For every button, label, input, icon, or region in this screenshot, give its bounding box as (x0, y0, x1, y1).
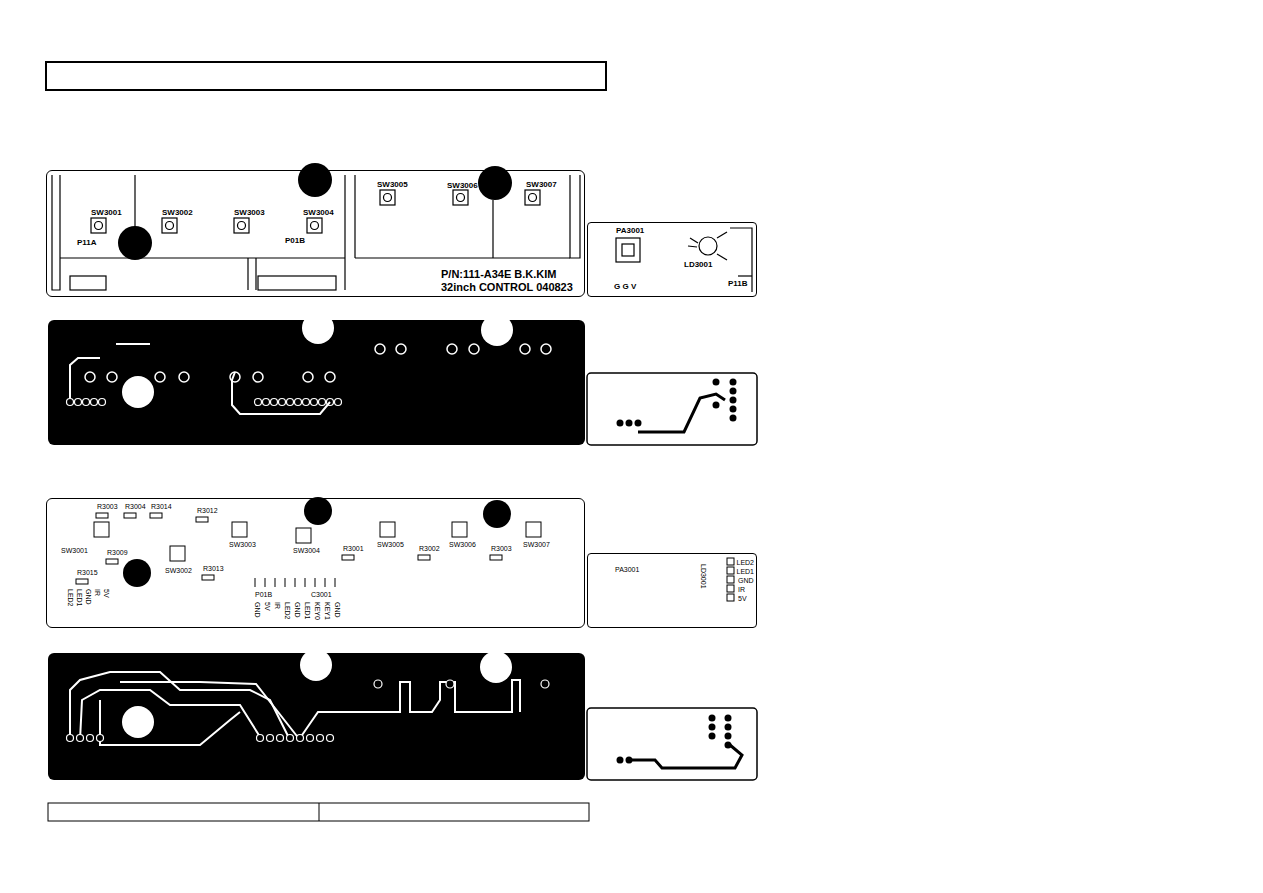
silkscreen-label: SW3001 (61, 547, 88, 554)
silkscreen-label: R3002 (419, 545, 440, 552)
silkscreen-label: R3012 (197, 507, 218, 514)
silkscreen-label: P01B (285, 237, 305, 245)
silkscreen-label: GND (254, 602, 261, 618)
silkscreen-label: 5V (264, 602, 271, 611)
silkscreen-label: R3003 (97, 503, 118, 510)
silkscreen-label: 5V (103, 589, 110, 598)
silkscreen-label: SW3003 (229, 541, 256, 548)
silkscreen-label: R3003 (491, 545, 512, 552)
silkscreen-label: IR (738, 586, 745, 593)
silkscreen-label: SW3002 (165, 567, 192, 574)
silkscreen-label: SW3004 (293, 547, 320, 554)
silkscreen-label: P11B (728, 280, 748, 288)
silkscreen-label: SW3007 (523, 541, 550, 548)
silkscreen-label: R3001 (343, 545, 364, 552)
silkscreen-label: GND (294, 602, 301, 618)
silkscreen-label: LD3001 (684, 261, 712, 269)
silkscreen-label: IR (94, 589, 101, 596)
silkscreen-label: SW3003 (234, 209, 265, 217)
silkscreen-label: LED1 (304, 602, 311, 620)
pcb-board: PA3001 LD3001 LED2LED1GND IR 5V (587, 553, 757, 628)
silkscreen-label: SW3001 (91, 209, 122, 217)
pcb-board: R3003 R3004 R3014SW3001 R3009 R3012R3015 SW30… (46, 498, 585, 628)
silkscreen-label: G G V (614, 283, 636, 291)
silkscreen-label: P/N:111-A34E B.K.KIM (441, 269, 557, 280)
silkscreen-label: IR (274, 602, 281, 609)
silkscreen-label: LED2 (67, 589, 74, 607)
silkscreen-label: GND (334, 602, 341, 618)
silkscreen-label: PA3001 (616, 227, 644, 235)
silkscreen-label: LD3001 (700, 564, 707, 589)
silkscreen-label: R3015 (77, 569, 98, 576)
silkscreen-label: KEY0 (314, 602, 321, 620)
silkscreen-label: R3009 (107, 549, 128, 556)
silkscreen-label: KEY1 (324, 602, 331, 620)
silkscreen-label: PA3001 (615, 566, 639, 573)
silkscreen-label: LED1 (736, 568, 754, 575)
silkscreen-label: R3014 (151, 503, 172, 510)
silkscreen-label: GND (738, 577, 754, 584)
silkscreen-label: 32inch CONTROL 040823 (441, 282, 573, 293)
silkscreen-label: LED1 (76, 589, 83, 607)
silkscreen-label: 5V (738, 595, 747, 602)
silkscreen-label: SW3006 (449, 541, 476, 548)
silkscreen-label: P11A (77, 239, 97, 247)
silkscreen-label: SW3007 (526, 181, 557, 189)
silkscreen-label: P01B (255, 591, 272, 598)
silkscreen-label: SW3005 (377, 181, 408, 189)
silkscreen-label: R3004 (125, 503, 146, 510)
silkscreen-label: C3001 (311, 591, 332, 598)
silkscreen-label: SW3002 (162, 209, 193, 217)
silkscreen-label: LED2 (736, 559, 754, 566)
pcb-board: PA3001LD3001P11B G G V (587, 222, 757, 297)
silkscreen-label: SW3004 (303, 209, 334, 217)
silkscreen-label: SW3006 (447, 182, 478, 190)
silkscreen-label: R3013 (203, 565, 224, 572)
silkscreen-label: GND (85, 589, 92, 605)
pcb-board: SW3001 SW3002 SW3003 SW3004 SW3005 SW3006 SW30… (46, 170, 585, 297)
silkscreen-label: LED2 (284, 602, 291, 620)
silkscreen-label: SW3005 (377, 541, 404, 548)
